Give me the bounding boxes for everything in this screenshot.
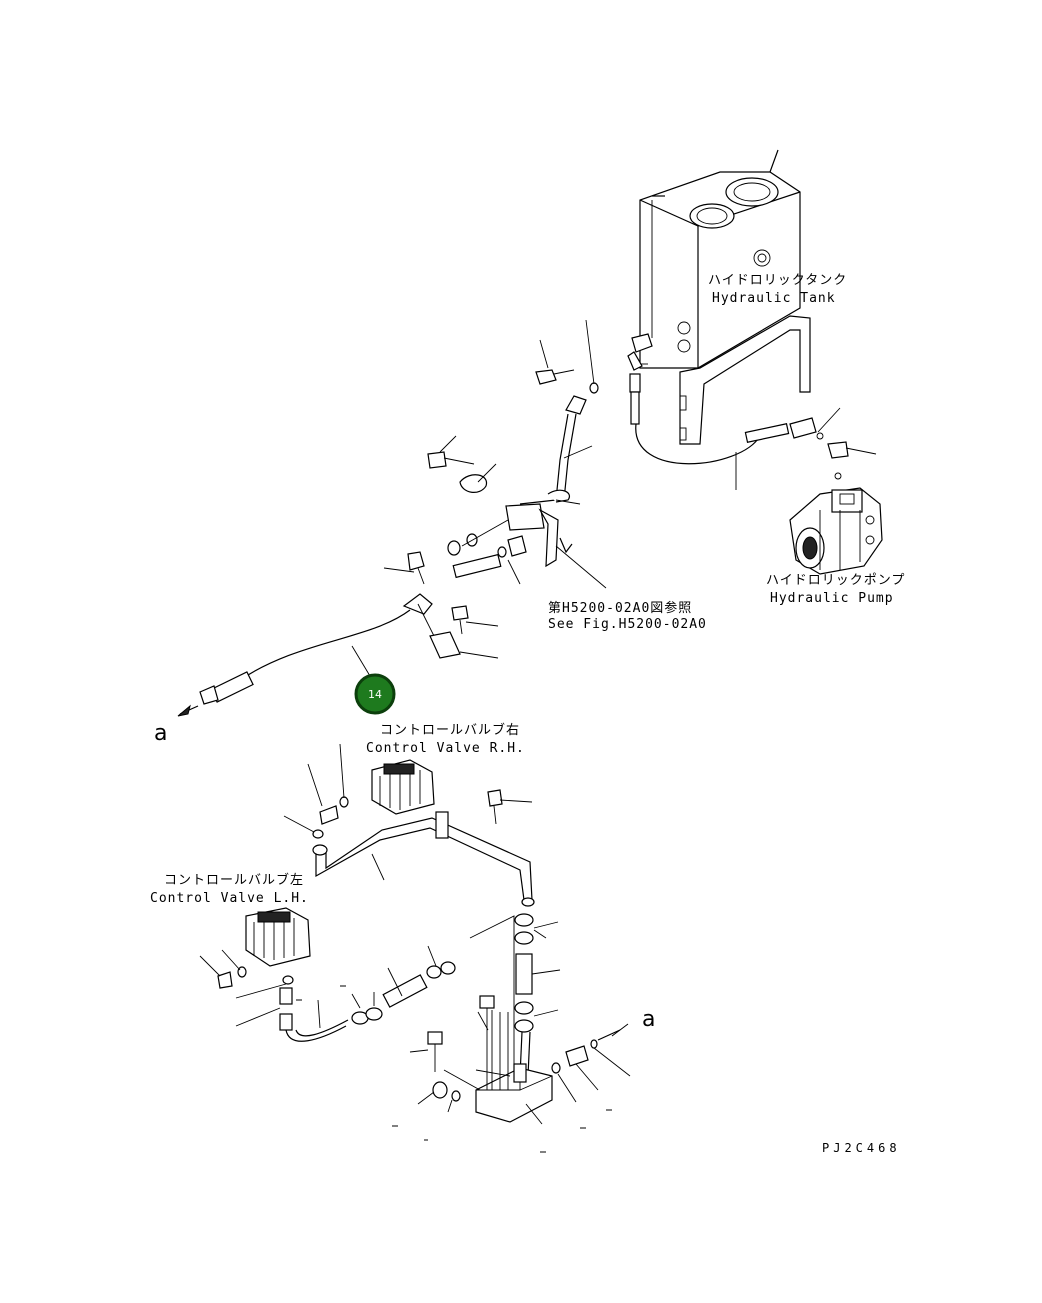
control-valve-lh [199,907,311,999]
see-fig-label-jp: 第H5200-02A0図参照 [548,600,692,616]
control-valve-lh-label-jp: コントロールバルブ左 [164,872,304,888]
drawing-code: PJ2C468 [822,1141,901,1155]
control-valve-lh-label-en: Control Valve L.H. [150,891,309,906]
see-fig-label-en: See Fig.H5200-02A0 [548,617,707,632]
upper-pipe-assembly [383,319,607,659]
hydraulic-pump [789,487,883,575]
hydraulic-pump-label-jp: ハイドロリックポンプ [766,573,905,588]
part-callout-14[interactable]: 14 [354,673,396,715]
control-valve-rh [283,743,435,839]
control-valve-rh-label-en: Control Valve R.H. [366,741,525,756]
tank-fittings [627,333,653,425]
hydraulic-tank [636,149,811,445]
hydraulic-pump-label-en: Hydraulic Pump [770,591,894,606]
lower-hose-lh [235,945,456,1042]
connection-a-right: a [642,1007,655,1032]
mid-pipe [312,789,535,907]
return-hose [177,609,411,717]
hydraulic-tank-label-jp: ハイドロリックタンク [708,273,847,288]
pump-hose [635,407,877,490]
lower-manifold [296,913,631,1153]
hydraulic-tank-label-en: Hydraulic Tank [712,291,836,306]
control-valve-rh-label-jp: コントロールバルブ右 [380,722,520,738]
callout-number: 14 [368,688,382,701]
callout-circle [354,673,396,715]
connection-a-left: a [154,721,167,746]
